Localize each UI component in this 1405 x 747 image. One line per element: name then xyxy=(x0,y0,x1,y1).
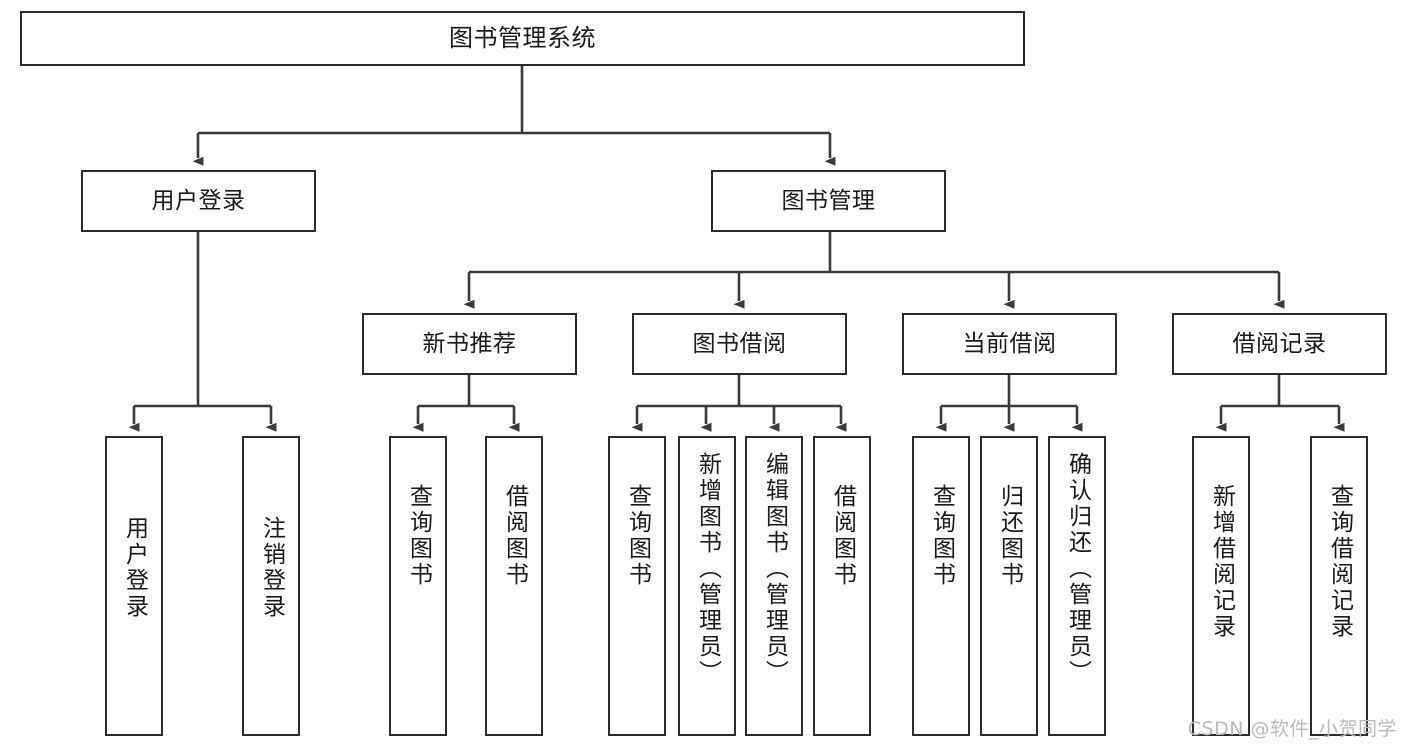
node-leaf-query-book-1[interactable]: 查询图书 xyxy=(389,436,447,736)
node-book-borrow[interactable]: 图书借阅 xyxy=(632,313,847,375)
node-leaf-add-record-label: 新增借阅记录 xyxy=(1208,484,1235,640)
node-user-login[interactable]: 用户登录 xyxy=(81,170,316,232)
node-leaf-borrow-book-2[interactable]: 借阅图书 xyxy=(813,436,871,736)
node-leaf-logout[interactable]: 注销登录 xyxy=(242,436,300,736)
node-leaf-user-login[interactable]: 用户登录 xyxy=(105,436,163,736)
node-current-borrow-label: 当前借阅 xyxy=(962,330,1057,357)
node-leaf-borrow-book-1[interactable]: 借阅图书 xyxy=(485,436,543,736)
node-root[interactable]: 图书管理系统 xyxy=(20,11,1025,66)
node-leaf-query-book-2-label: 查询图书 xyxy=(624,484,651,588)
node-leaf-return-book-label: 归还图书 xyxy=(996,484,1023,588)
node-borrow-record[interactable]: 借阅记录 xyxy=(1172,313,1387,375)
node-new-book-rec[interactable]: 新书推荐 xyxy=(362,313,577,375)
node-leaf-return-book[interactable]: 归还图书 xyxy=(980,436,1038,736)
node-leaf-borrow-book-2-label: 借阅图书 xyxy=(829,484,856,588)
csdn-watermark: CSDN @软件_小贺同学 xyxy=(1187,718,1397,740)
node-book-manage-label: 图书管理 xyxy=(781,187,876,214)
node-leaf-confirm-return-label: 确认归还（管理员） xyxy=(1064,452,1091,686)
node-borrow-record-label: 借阅记录 xyxy=(1232,330,1327,357)
node-leaf-confirm-return[interactable]: 确认归还（管理员） xyxy=(1048,436,1106,736)
node-leaf-add-book-label: 新增图书（管理员） xyxy=(694,452,721,686)
node-root-label: 图书管理系统 xyxy=(449,23,596,52)
node-leaf-query-book-3-label: 查询图书 xyxy=(928,484,955,588)
node-leaf-user-login-label: 用户登录 xyxy=(121,516,148,620)
node-leaf-add-record[interactable]: 新增借阅记录 xyxy=(1192,436,1250,736)
node-user-login-label: 用户登录 xyxy=(151,187,246,214)
node-leaf-borrow-book-1-label: 借阅图书 xyxy=(501,484,528,588)
node-leaf-query-book-1-label: 查询图书 xyxy=(405,484,432,588)
node-current-borrow[interactable]: 当前借阅 xyxy=(902,313,1117,375)
node-leaf-logout-label: 注销登录 xyxy=(258,516,285,620)
node-leaf-add-book[interactable]: 新增图书（管理员） xyxy=(678,436,736,736)
node-book-manage[interactable]: 图书管理 xyxy=(711,170,946,232)
node-leaf-edit-book[interactable]: 编辑图书（管理员） xyxy=(745,436,803,736)
node-leaf-query-record[interactable]: 查询借阅记录 xyxy=(1310,436,1368,736)
node-leaf-query-book-2[interactable]: 查询图书 xyxy=(608,436,666,736)
node-leaf-query-record-label: 查询借阅记录 xyxy=(1326,484,1353,640)
node-leaf-query-book-3[interactable]: 查询图书 xyxy=(912,436,970,736)
node-book-borrow-label: 图书借阅 xyxy=(692,330,787,357)
node-new-book-rec-label: 新书推荐 xyxy=(422,330,517,357)
node-leaf-edit-book-label: 编辑图书（管理员） xyxy=(761,452,788,686)
